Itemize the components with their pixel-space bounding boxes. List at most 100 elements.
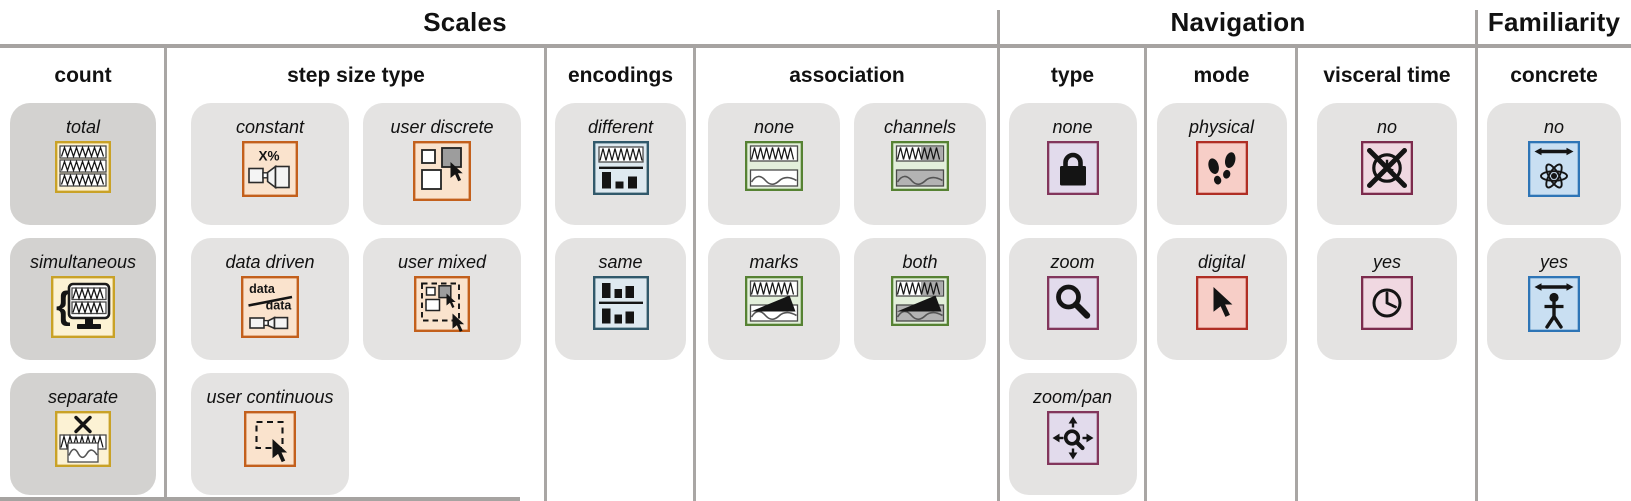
card-label: no: [1376, 117, 1398, 137]
column-divider: [1144, 48, 1147, 501]
svg-text:{: {: [56, 285, 71, 327]
card-constant: constant X%: [191, 103, 349, 225]
card-separate: separate: [10, 373, 156, 495]
card-label: channels: [883, 117, 957, 137]
card-label: same: [598, 252, 643, 272]
card-nav-zoom: zoom: [1008, 238, 1137, 360]
card-assoc-none: none: [708, 103, 840, 225]
section-divider: [997, 10, 1000, 501]
card-same: same: [555, 238, 686, 360]
card-label: simultaneous: [29, 252, 137, 272]
clock-crossed-icon: [1361, 141, 1413, 195]
card-label: different: [587, 117, 654, 137]
card-label: zoom/pan: [1032, 387, 1113, 407]
waveform-wedge-icon: [745, 276, 803, 326]
card-assoc-channels: channels: [854, 103, 986, 225]
card-physical: physical: [1156, 103, 1287, 225]
column-header-mode: mode: [1193, 63, 1250, 87]
column-visceral-time: visceral time no yes: [1297, 48, 1477, 501]
magnifier-icon: [1046, 276, 1099, 330]
waveform-pair-icon: [745, 141, 803, 191]
column-association: association none channels: [695, 48, 999, 501]
card-label: separate: [47, 387, 119, 407]
card-label: physical: [1188, 117, 1255, 137]
card-concrete-yes: yes: [1487, 238, 1621, 360]
card-simultaneous: simultaneous {: [10, 238, 156, 360]
column-nav-type: type none zoom zoom/pan: [999, 48, 1146, 501]
percent-step-icon: X%: [242, 141, 298, 197]
card-label: digital: [1197, 252, 1246, 272]
squares-cursor-icon: [413, 141, 471, 201]
section-title-scales: Scales: [423, 6, 507, 37]
card-label: yes: [1539, 252, 1568, 272]
section-title-familiarity: Familiarity: [1487, 6, 1621, 37]
card-visceral-no: no: [1317, 103, 1457, 225]
column-header-association: association: [789, 63, 905, 87]
svg-text:data: data: [249, 282, 276, 296]
card-label: none: [753, 117, 795, 137]
person-arrow-icon: [1528, 276, 1580, 332]
column-step-size-type: step size type constant X% user discrete: [166, 48, 546, 501]
card-data-driven: data driven data data: [191, 238, 349, 360]
column-divider: [1295, 48, 1298, 501]
bars-over-bars-icon: [592, 276, 649, 330]
card-nav-none: none: [1008, 103, 1137, 225]
section-title-navigation: Navigation: [1170, 6, 1306, 37]
dashed-squares-cursor-icon: [414, 276, 470, 332]
dashed-region-cursor-icon: [244, 411, 296, 467]
card-user-discrete: user discrete: [363, 103, 521, 225]
separated-waveforms-icon: [55, 411, 111, 467]
svg-text:data: data: [266, 299, 293, 313]
card-label: constant: [235, 117, 305, 137]
column-header-type: type: [1050, 63, 1095, 87]
card-label: both: [902, 252, 938, 272]
card-different: different: [555, 103, 686, 225]
section-divider: [1475, 10, 1478, 501]
header-divider-line: [0, 44, 1631, 48]
card-total: total: [10, 103, 156, 225]
magnifier-pan-arrows-icon: [1046, 411, 1099, 465]
svg-text:X%: X%: [258, 149, 279, 164]
column-nav-mode: mode physical digital: [1146, 48, 1297, 501]
card-label: data driven: [225, 252, 315, 272]
card-label: user mixed: [397, 252, 487, 272]
column-encodings: encodings different same: [546, 48, 695, 501]
column-count: count total simultaneous {: [0, 48, 166, 501]
card-assoc-both: both: [854, 238, 986, 360]
card-label: total: [65, 117, 101, 137]
column-header-encodings: encodings: [567, 63, 673, 87]
atom-arrow-icon: [1528, 141, 1580, 197]
column-header-concrete: concrete: [1510, 63, 1598, 87]
clock-icon: [1361, 276, 1413, 330]
card-label: no: [1543, 117, 1565, 137]
card-label: zoom: [1050, 252, 1095, 272]
card-concrete-no: no: [1487, 103, 1621, 225]
column-divider: [164, 48, 167, 501]
monitor-waveforms-icon: {: [51, 276, 115, 338]
column-header-step-size-type: step size type: [287, 63, 425, 87]
data-ratio-icon: data data: [241, 276, 299, 338]
card-digital: digital: [1156, 238, 1287, 360]
card-nav-zoom-pan: zoom/pan: [1008, 373, 1137, 495]
card-visceral-yes: yes: [1317, 238, 1457, 360]
card-label: user continuous: [206, 387, 334, 407]
cursor-icon: [1195, 276, 1248, 330]
waveform-over-bars-icon: [592, 141, 649, 195]
card-label: none: [1052, 117, 1093, 137]
column-concrete: concrete no yes: [1477, 48, 1631, 501]
column-divider: [544, 48, 547, 501]
waveform-pair-shaded-icon: [891, 141, 949, 191]
column-divider: [693, 48, 696, 501]
column-header-count: count: [54, 63, 112, 87]
card-label: yes: [1372, 252, 1401, 272]
footprints-icon: [1195, 141, 1248, 195]
card-user-continuous: user continuous: [191, 373, 349, 495]
lock-icon: [1046, 141, 1099, 195]
card-label: user discrete: [390, 117, 494, 137]
card-assoc-marks: marks: [708, 238, 840, 360]
bottom-border-line: [0, 497, 520, 501]
stacked-waveforms-icon: [55, 141, 111, 193]
column-header-visceral-time: visceral time: [1323, 63, 1451, 87]
waveform-wedge-shaded-icon: [891, 276, 949, 326]
